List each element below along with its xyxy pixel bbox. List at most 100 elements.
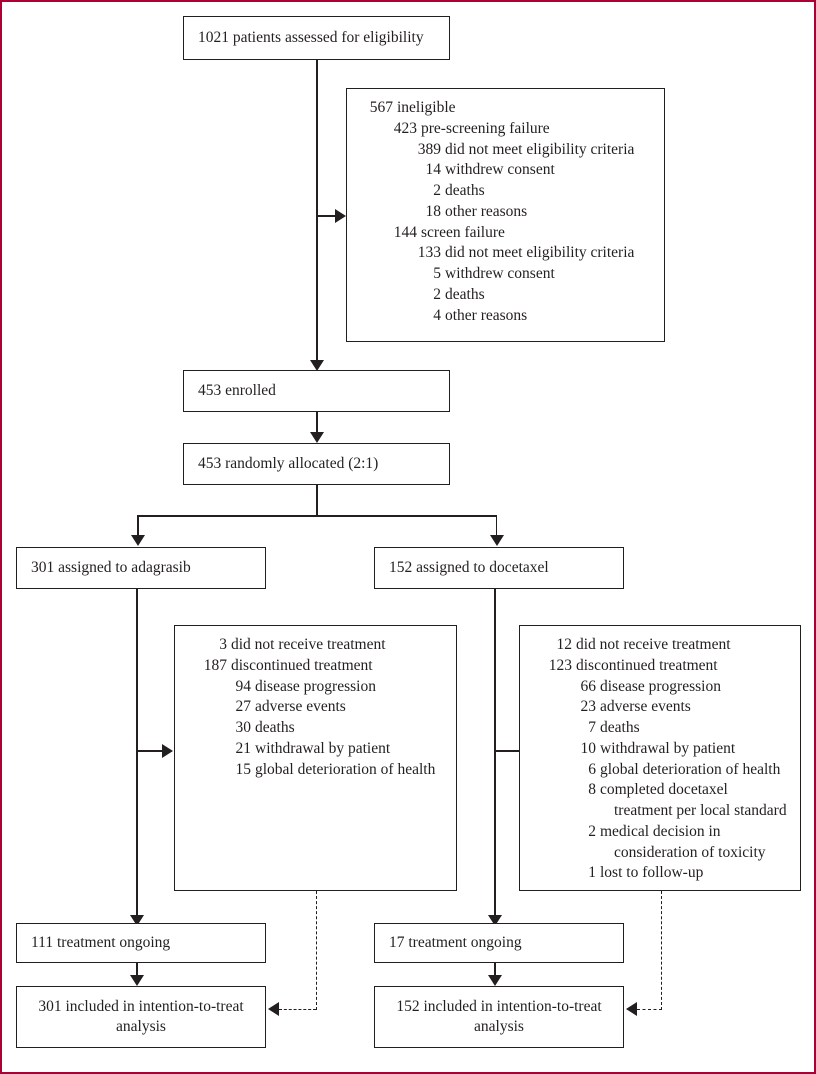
arrow-into-ongoing-docetaxel xyxy=(488,915,502,926)
connector-to-ineligible xyxy=(316,215,340,217)
item-text: other reasons xyxy=(445,306,528,324)
list-item: 1 lost to follow-up xyxy=(520,863,792,884)
box-ineligible: 567 ineligible 423 pre-screening failure… xyxy=(346,88,665,342)
list-item: 6 global deterioration of health xyxy=(520,760,792,781)
item-text: pre-screening failure xyxy=(421,119,550,137)
arrow-into-itt-docetaxel xyxy=(488,975,502,986)
connector-adagrasib-stem xyxy=(136,589,138,921)
item-text: deaths xyxy=(600,719,640,737)
list-item: 2 deaths xyxy=(347,181,656,202)
connector-assessed-to-enrolled xyxy=(316,60,318,365)
list-item: 3 did not receive treatment xyxy=(175,635,448,656)
arrow-into-enrolled xyxy=(310,360,324,371)
item-count: 567 xyxy=(369,99,393,116)
item-count: 18 xyxy=(425,202,442,220)
box-adagrasib-discontinuation: 3 did not receive treatment 187 disconti… xyxy=(174,625,457,891)
arrow-into-ineligible xyxy=(335,209,346,223)
list-item: 187 discontinued treatment xyxy=(175,656,448,677)
node-assigned-docetaxel: 152 assigned to docetaxel xyxy=(374,547,624,589)
item-count: 66 xyxy=(580,677,597,695)
list-item: 10 withdrawal by patient xyxy=(520,739,792,760)
adagrasib-discontinuation-list: 3 did not receive treatment 187 disconti… xyxy=(175,635,448,780)
item-count: 15 xyxy=(235,760,252,778)
list-item: 94 disease progression xyxy=(175,677,448,698)
node-assigned-adagrasib-label: 301 assigned to adagrasib xyxy=(31,558,191,576)
dashed-connector-docetaxel-vertical xyxy=(661,891,662,1010)
item-text-line1: medical decision in xyxy=(600,822,721,840)
arrow-into-adagrasib-discontinuation xyxy=(162,744,173,758)
connector-split-right xyxy=(495,515,497,538)
item-text: deaths xyxy=(445,285,485,303)
arrow-into-randomised xyxy=(310,432,324,443)
list-item: 27 adverse events xyxy=(175,697,448,718)
item-text: deaths xyxy=(445,182,485,200)
list-item: 21 withdrawal by patient xyxy=(175,739,448,760)
item-text: withdrawal by patient xyxy=(600,739,736,757)
item-text: did not receive treatment xyxy=(231,636,386,653)
item-count: 389 xyxy=(417,140,441,158)
list-item: 567 ineligible xyxy=(347,98,656,119)
docetaxel-discontinuation-list: 12 did not receive treatment 123 discont… xyxy=(520,635,792,884)
item-text: withdrew consent xyxy=(445,265,555,283)
item-text: deaths xyxy=(255,719,295,737)
arrow-into-assigned-docetaxel xyxy=(489,535,504,546)
dashed-connector-docetaxel-horizontal xyxy=(637,1009,662,1010)
connector-enrolled-to-randomised xyxy=(316,412,318,435)
list-item: 5 withdrew consent xyxy=(347,264,656,285)
list-item: 144 screen failure xyxy=(347,223,656,244)
item-text: did not receive treatment xyxy=(576,636,731,653)
node-itt-adagrasib: 301 included in intention-to-treat analy… xyxy=(16,986,266,1048)
item-text: medical decision in consideration of tox… xyxy=(596,822,766,864)
item-text: completed docetaxel treatment per local … xyxy=(596,780,787,822)
item-text: did not meet eligibility criteria xyxy=(445,140,635,158)
list-item: 66 disease progression xyxy=(520,677,792,698)
item-count: 10 xyxy=(580,739,597,757)
item-count: 2 xyxy=(433,285,441,303)
item-count: 5 xyxy=(433,265,441,283)
list-item: 423 pre-screening failure xyxy=(347,119,656,140)
node-assigned-docetaxel-label: 152 assigned to docetaxel xyxy=(389,558,549,576)
list-item: 123 discontinued treatment xyxy=(520,656,792,677)
item-text: discontinued treatment xyxy=(576,656,718,674)
arrow-into-assigned-adagrasib xyxy=(131,535,145,546)
list-item: 4 other reasons xyxy=(347,306,656,327)
node-itt-docetaxel-label: 152 included in intention-to-treat analy… xyxy=(396,997,602,1035)
item-count: 8 xyxy=(588,781,596,799)
list-item: 2 deaths xyxy=(347,285,656,306)
connector-to-adagrasib-discontinuation xyxy=(136,750,162,752)
item-count: 123 xyxy=(548,656,572,674)
item-text: ineligible xyxy=(397,99,456,116)
arrow-into-itt-adagrasib xyxy=(130,975,144,986)
item-count: 6 xyxy=(588,760,596,778)
item-text: withdrew consent xyxy=(445,161,555,179)
item-count: 2 xyxy=(588,822,596,840)
item-text: lost to follow-up xyxy=(600,864,704,882)
connector-ongoing-docetaxel-to-itt xyxy=(494,963,496,981)
connector-split-left xyxy=(137,515,139,538)
connector-docetaxel-stem xyxy=(494,589,496,921)
node-assessed-for-eligibility: 1021 patients assessed for eligibility xyxy=(183,16,450,60)
item-count: 133 xyxy=(417,244,441,262)
item-text: disease progression xyxy=(600,677,721,695)
list-item: 7 deaths xyxy=(520,718,792,739)
item-count: 30 xyxy=(235,719,252,737)
list-item: 15 global deterioration of health xyxy=(175,760,448,781)
node-enrolled-label: 453 enrolled xyxy=(198,381,276,399)
connector-randomised-stem xyxy=(316,485,318,516)
list-item: 12 did not receive treatment xyxy=(520,635,792,656)
item-count: 7 xyxy=(588,719,596,737)
item-text-line1: completed docetaxel xyxy=(600,781,728,799)
arrow-into-itt-adagrasib-dashed xyxy=(268,1002,279,1016)
item-text: global deterioration of health xyxy=(600,760,781,778)
node-ongoing-adagrasib: 111 treatment ongoing xyxy=(16,923,266,963)
dashed-connector-adagrasib-horizontal xyxy=(279,1009,316,1010)
item-text-line2: treatment per local standard xyxy=(614,802,787,820)
list-item: 23 adverse events xyxy=(520,697,792,718)
list-item: 18 other reasons xyxy=(347,202,656,223)
item-text: discontinued treatment xyxy=(231,656,373,674)
node-itt-adagrasib-label: 301 included in intention-to-treat analy… xyxy=(38,997,244,1035)
item-text: global deterioration of health xyxy=(255,760,436,778)
list-item: 30 deaths xyxy=(175,718,448,739)
item-count: 12 xyxy=(556,636,573,653)
node-randomised-label: 453 randomly allocated (2:1) xyxy=(198,454,379,472)
